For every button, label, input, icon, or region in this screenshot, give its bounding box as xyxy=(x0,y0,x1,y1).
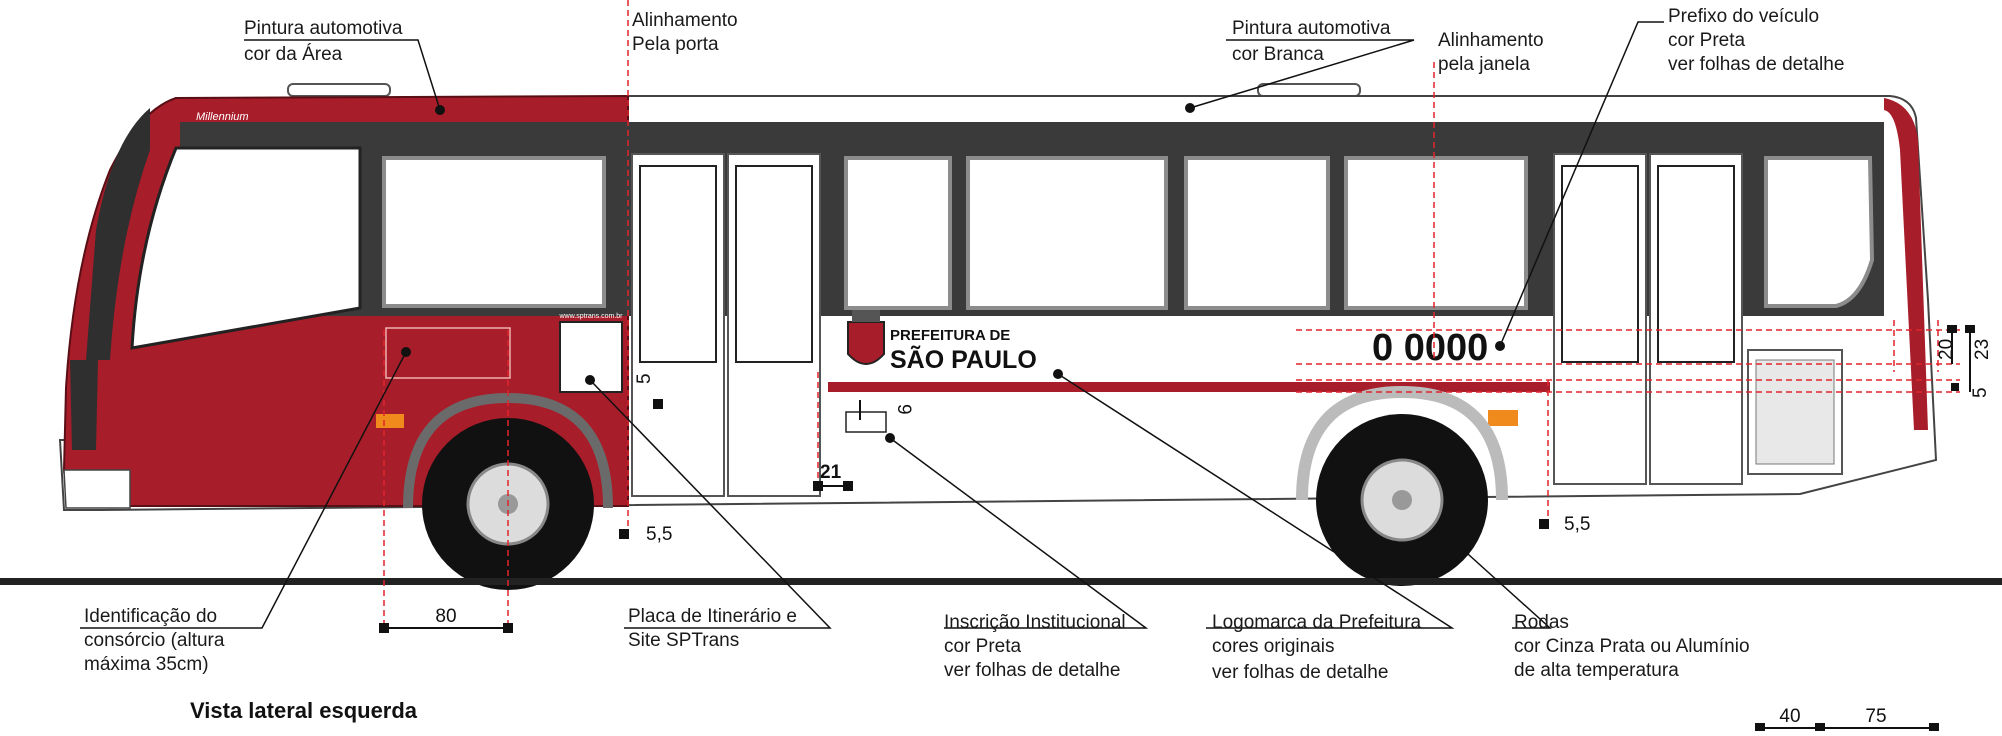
site-text: www.sptrans.com.br xyxy=(558,313,623,320)
logo-line1: PREFEITURA DE xyxy=(890,327,1010,344)
dimension-marks xyxy=(379,325,1975,733)
label-alinhamento-janela-line2: pela janela xyxy=(1438,54,1530,75)
leader-lines xyxy=(80,21,1664,629)
roof-hatch-rear xyxy=(1257,83,1361,97)
dim-80: 80 xyxy=(435,606,456,627)
view-title: Vista lateral esquerda xyxy=(190,698,418,723)
label-placa: Placa de Itinerário e Site SPTrans xyxy=(628,606,797,651)
brand-script: Millennium xyxy=(196,111,249,123)
front-headlamp-area xyxy=(70,360,98,450)
dim-5-right: 5 xyxy=(1970,387,1991,398)
label-prefixo-line1: Prefixo do veículo xyxy=(1668,6,1819,27)
rear-red-strip xyxy=(1884,98,1928,430)
label-logomarca: Logomarca da Prefeitura cores originais … xyxy=(1212,612,1422,683)
leader-dots xyxy=(401,103,1505,443)
label-alinhamento-porta-line1: Alinhamento xyxy=(632,10,738,31)
dim-5-5-right: 5,5 xyxy=(1564,514,1590,535)
label-inscricao-line3: ver folhas de detalhe xyxy=(944,660,1120,681)
ground-line xyxy=(0,578,2002,585)
windshield xyxy=(130,146,362,350)
amber-marker-front xyxy=(376,414,404,428)
label-rodas: Rodas cor Cinza Prata ou Alumínio de alt… xyxy=(1514,612,1750,681)
label-pintura-branca-line2: cor Branca xyxy=(1232,44,1324,65)
label-pintura-area-line1: Pintura automotiva xyxy=(244,18,403,39)
label-placa-line2: Site SPTrans xyxy=(628,630,739,651)
label-logomarca-line2: cores originais xyxy=(1212,636,1335,657)
label-logomarca-line1: Logomarca da Prefeitura xyxy=(1212,612,1422,633)
label-inscricao: Inscrição Institucional cor Preta ver fo… xyxy=(944,612,1126,681)
prefeitura-logo: PREFEITURA DE SÃO PAULO xyxy=(847,310,1037,374)
amber-marker-rear xyxy=(1488,410,1518,426)
dim-20: 20 xyxy=(1936,339,1957,360)
logo-line2: SÃO PAULO xyxy=(890,344,1037,374)
label-alinhamento-janela: Alinhamento pela janela xyxy=(1438,30,1544,75)
label-alinhamento-porta: Alinhamento Pela porta xyxy=(632,10,738,55)
label-identificacao: Identificação do consórcio (altura máxim… xyxy=(84,606,225,675)
dim-9: 9 xyxy=(893,404,914,415)
sao-paulo-crest-icon xyxy=(847,321,885,365)
label-pintura-branca: Pintura automotiva cor Branca xyxy=(1232,18,1391,65)
engine-grille xyxy=(1747,349,1843,475)
inscription-plate xyxy=(845,411,887,433)
dim-5-left: 5 xyxy=(634,373,655,384)
label-rodas-line2: cor Cinza Prata ou Alumínio xyxy=(1514,636,1750,657)
label-prefixo-line3: ver folhas de detalhe xyxy=(1668,54,1844,75)
label-pintura-area-line2: cor da Área xyxy=(244,44,343,65)
front-mask xyxy=(86,108,150,360)
label-identificacao-line3: máxima 35cm) xyxy=(84,654,209,675)
label-rodas-line3: de alta temperatura xyxy=(1514,660,1679,681)
label-pintura-branca-line1: Pintura automotiva xyxy=(1232,18,1391,39)
front-door xyxy=(631,153,821,497)
rear-wheel xyxy=(1316,414,1488,586)
label-alinhamento-porta-line2: Pela porta xyxy=(632,34,719,55)
consortium-id-box xyxy=(385,327,511,379)
label-prefixo: Prefixo do veículo cor Preta ver folhas … xyxy=(1668,6,1844,75)
dim-5-5-left: 5,5 xyxy=(646,524,672,545)
institutional-stripe xyxy=(828,382,1550,392)
guide-lines xyxy=(383,0,1960,628)
window-2 xyxy=(844,156,952,310)
roof-hatch-front xyxy=(287,83,391,97)
front-bumper xyxy=(63,469,131,509)
window-rear xyxy=(1764,156,1875,308)
label-inscricao-line1: Inscrição Institucional xyxy=(944,612,1126,633)
middle-door xyxy=(1553,153,1743,485)
label-pintura-area: Pintura automotiva cor da Área xyxy=(244,18,403,65)
window-1 xyxy=(382,156,606,308)
window-3 xyxy=(966,156,1168,310)
dim-21: 21 xyxy=(820,462,842,483)
label-rodas-line1: Rodas xyxy=(1514,612,1569,633)
front-wheel-arch xyxy=(403,392,613,509)
dim-23: 23 xyxy=(1972,339,1993,360)
label-identificacao-line1: Identificação do xyxy=(84,606,217,627)
label-identificacao-line2: consórcio (altura xyxy=(84,630,225,651)
label-prefixo-line2: cor Preta xyxy=(1668,30,1746,51)
label-logomarca-line3: ver folhas de detalhe xyxy=(1212,662,1388,683)
window-5 xyxy=(1344,156,1528,310)
label-placa-line1: Placa de Itinerário e xyxy=(628,606,797,627)
dim-75: 75 xyxy=(1865,706,1886,727)
bus-body: www.sptrans.com.br Millennium PREFEITURA… xyxy=(58,83,1938,590)
vehicle-prefix-number: 0 0000 xyxy=(1372,327,1488,369)
label-inscricao-line2: cor Preta xyxy=(944,636,1022,657)
dim-40: 40 xyxy=(1779,706,1800,727)
label-alinhamento-janela-line1: Alinhamento xyxy=(1438,30,1544,51)
side-windows xyxy=(382,156,1875,310)
window-4 xyxy=(1184,156,1330,310)
